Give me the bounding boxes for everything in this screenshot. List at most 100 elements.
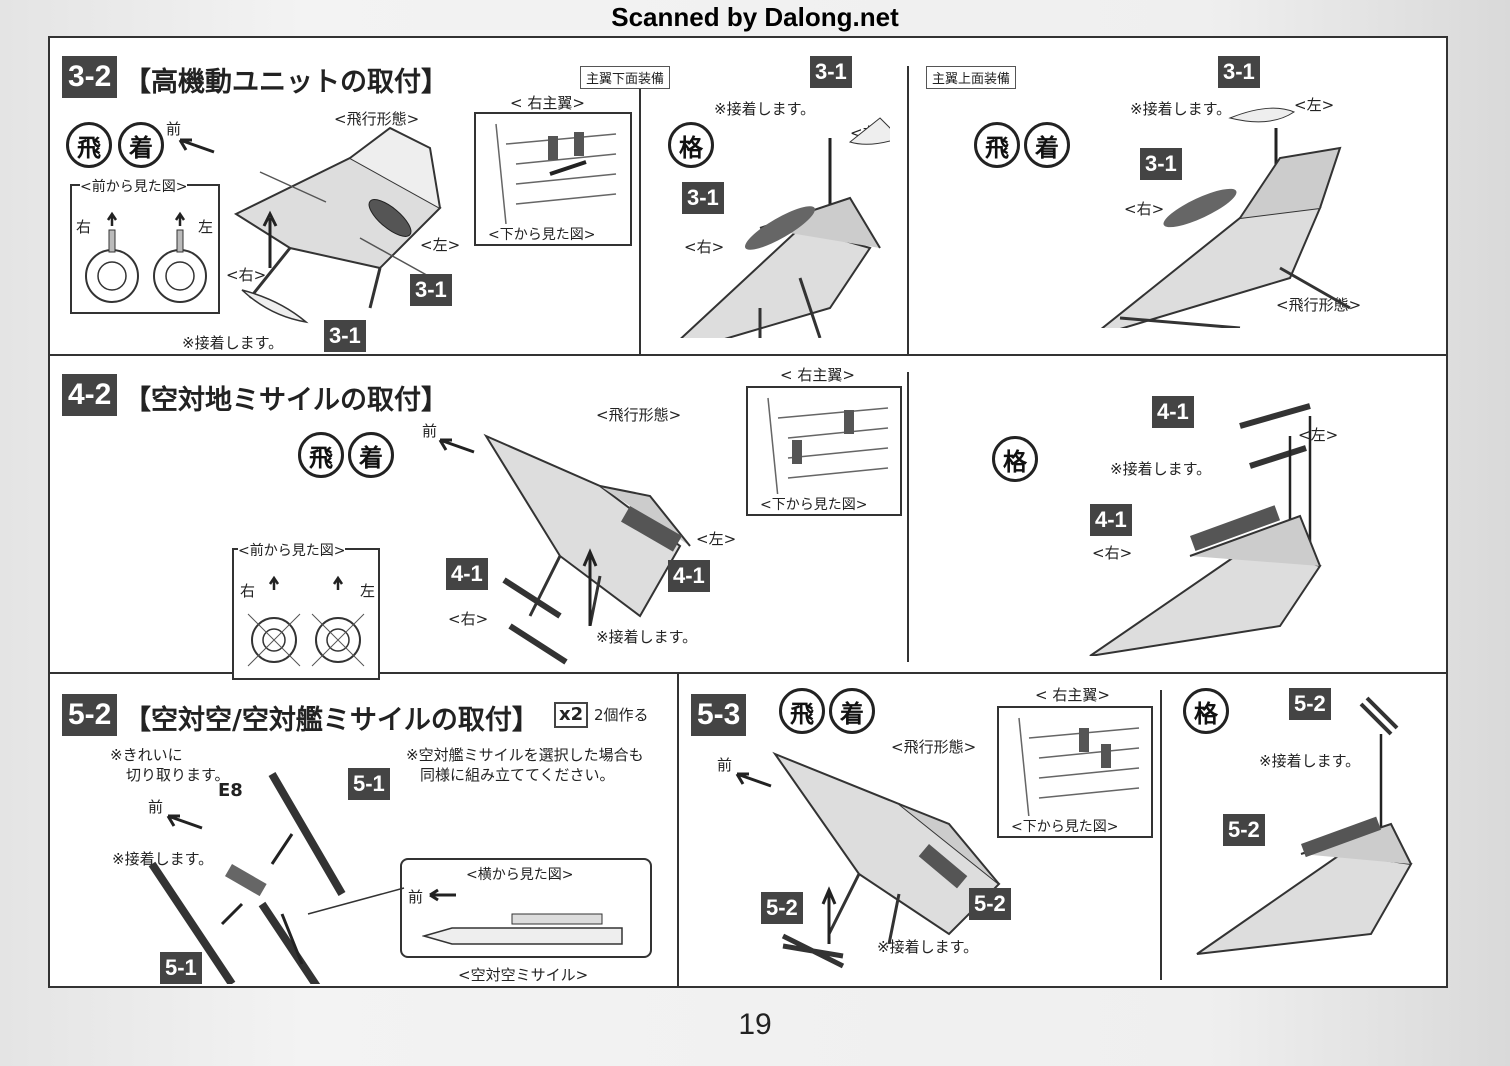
front-label: 前 [717, 756, 733, 774]
missile-part-icon [241, 289, 309, 324]
flight-mode-icon: 飛 [779, 688, 825, 734]
flight-mode-icon: 飛 [66, 122, 112, 168]
attach-icon: 着 [829, 688, 875, 734]
right-bracket-label: <右> [684, 238, 725, 256]
side-view-box: <横から見た図> 前 [400, 858, 652, 958]
divider [639, 66, 641, 354]
bottom-view-box: <下から見た図> [474, 112, 632, 246]
front-label: 前 [166, 120, 182, 138]
right-label: 右 [76, 218, 92, 236]
attach-icon: 着 [118, 122, 164, 168]
quantity-badge: x2 [554, 702, 589, 728]
aam-label: <空対空ミサイル> [458, 966, 589, 984]
missile-assembly-sketch [148, 771, 346, 984]
glue-note: ※接着します。 [1110, 460, 1212, 478]
bottom-view-sketch [1018, 717, 1140, 819]
step-number: 5-2 [62, 694, 118, 736]
front-arrow-icon [735, 772, 772, 788]
page-number: 19 [738, 1008, 772, 1041]
step-title: 【空対空/空対艦ミサイルの取付】 [124, 705, 539, 736]
bottom-view-title: <下から見た図> [1011, 816, 1119, 836]
glue-note: ※接着します。 [596, 628, 698, 646]
side-view-title: <横から見た図> [466, 864, 574, 884]
glue-note: ※接着します。 [112, 850, 214, 868]
right-bracket-label: <右> [448, 610, 489, 628]
fighter-sketch [483, 433, 691, 626]
cut-note: ※きれいに [110, 746, 183, 764]
divider [50, 672, 1446, 674]
bottom-view-title: <下から見た図> [488, 224, 596, 244]
bottom-view-box: <下から見た図> [997, 706, 1153, 838]
part-number: 4-1 [668, 560, 710, 592]
right-main-wing-label: < 右主翼> [780, 366, 855, 384]
flight-mode-icon: 飛 [974, 122, 1020, 168]
bottom-view-title: <下から見た図> [760, 494, 868, 514]
front-view-box: <前から見た図> 右 左 [70, 176, 220, 314]
glue-note: ※接着します。 [182, 334, 284, 352]
part-number: 3-1 [1218, 56, 1260, 88]
right-main-wing-label: < 右主翼> [510, 94, 585, 112]
bottom-view-sketch [767, 397, 889, 499]
front-view-sketch [85, 211, 207, 303]
flight-mode-label: <飛行形態> [596, 406, 682, 424]
cut-note: 切り取ります。 [126, 766, 230, 784]
front-view-title: <前から見た図> [238, 540, 346, 560]
left-bracket-label: <左> [1294, 96, 1335, 114]
fighter-sketch [1089, 403, 1322, 656]
left-bracket-label: <左> [696, 530, 737, 548]
part-number: 4-1 [1090, 504, 1132, 536]
front-label: 前 [408, 888, 424, 906]
step-number: 4-2 [62, 374, 118, 416]
glue-note: ※接着します。 [877, 938, 979, 956]
glue-note: ※接着します。 [1130, 100, 1232, 118]
divider [677, 672, 679, 986]
side-arrow-icon [429, 888, 456, 902]
bottom-view-sketch [495, 123, 617, 225]
upper-wing-tag: 主翼上面装備 [926, 66, 1017, 89]
divider [907, 372, 909, 662]
part-number: 5-1 [348, 768, 390, 800]
instruction-sheet: 3-2 【高機動ユニットの取付】 飛 着 前 <前から見た図> 右 左 [48, 36, 1448, 988]
quantity-note: 2個作る [594, 706, 649, 724]
glue-note: ※接着します。 [1259, 752, 1361, 770]
divider [1160, 690, 1162, 980]
left-bracket-label: <左> [420, 236, 461, 254]
scan-credit: Scanned by Dalong.net [611, 2, 899, 32]
fighter-sketch [233, 126, 451, 309]
right-bracket-label: <右> [226, 266, 267, 284]
flight-mode-label: <飛行形態> [334, 110, 420, 128]
front-arrow-icon [166, 814, 203, 830]
part-number: 3-1 [682, 182, 724, 214]
right-bracket-label: <右> [1124, 200, 1165, 218]
melee-mode-icon: 格 [992, 436, 1038, 482]
part-number: 3-1 [1140, 148, 1182, 180]
part-number: 5-2 [1289, 688, 1331, 720]
melee-mode-icon: 格 [668, 122, 714, 168]
flight-mode-label: <飛行形態> [891, 738, 977, 756]
melee-mode-icon: 格 [1183, 688, 1229, 734]
attach-icon: 着 [1024, 122, 1070, 168]
right-bracket-label: <右> [1092, 544, 1133, 562]
step-number: 5-3 [691, 694, 747, 736]
glue-note: ※接着します。 [714, 100, 816, 118]
front-label: 前 [148, 798, 164, 816]
step-5-2-panel: 5-2 【空対空/空対艦ミサイルの取付】 x2 2個作る ※きれいに 切り取りま… [50, 674, 677, 988]
front-view-title: <前から見た図> [80, 176, 188, 196]
side-view-sketch [422, 913, 623, 945]
left-label: 左 [360, 582, 376, 600]
front-view-box: <前から見た図> 右 左 [232, 540, 380, 680]
part-number: 4-1 [1152, 396, 1194, 428]
step-4-2-panel: 4-2 【空対地ミサイルの取付】 飛 着 前 <前から見た図> 右 左 <飛行形… [50, 356, 1446, 680]
step-3-2-panel: 3-2 【高機動ユニットの取付】 飛 着 前 <前から見た図> 右 左 [50, 38, 1446, 354]
fighter-sketch [680, 117, 890, 338]
callout-line [307, 887, 405, 915]
flight-mode-icon: 飛 [298, 432, 344, 478]
anti-ship-note: ※空対艦ミサイルを選択した場合も [406, 746, 644, 764]
step-5-3-panel: 5-3 飛 着 <飛行形態> 前 5-2 5-2 ※接着します。 < 右主翼> … [679, 674, 1446, 988]
anti-ship-note: 同様に組み立ててください。 [420, 766, 615, 784]
part-number: 5-1 [160, 952, 202, 984]
fighter-sketch [1196, 696, 1413, 955]
front-view-sketch [247, 575, 365, 667]
step-number: 3-2 [62, 56, 118, 98]
front-arrow-icon [178, 138, 215, 154]
